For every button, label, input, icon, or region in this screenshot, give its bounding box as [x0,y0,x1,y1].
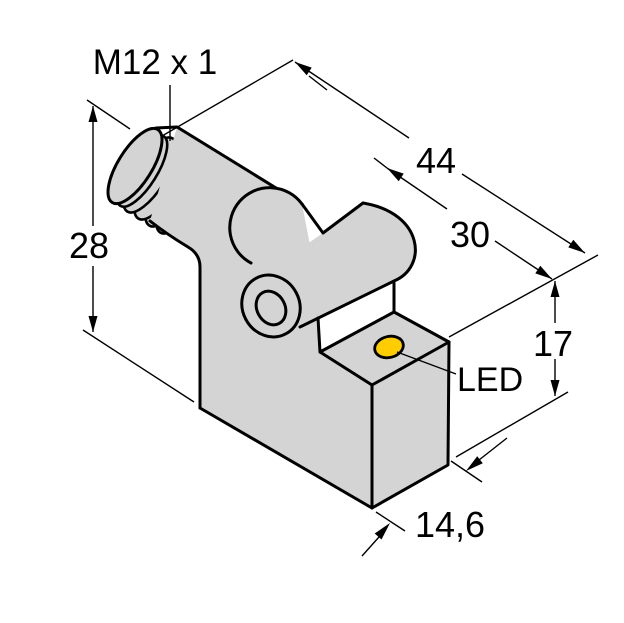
dim-17-label: 17 [533,323,573,364]
thread-end-cap [106,126,164,206]
dim-146-arrow-up [374,523,390,540]
led-label: LED [457,361,523,399]
cylinder-bore-hole [254,289,288,327]
dim-44-label: 44 [416,140,456,181]
dim-146-arrow-down [466,456,483,471]
dome-arc-edge [228,186,304,265]
dome-crease-edge [300,202,325,235]
dim-17-arrow-down [550,380,560,396]
body-left-edge [148,219,202,410]
dim-30-label: 30 [450,214,490,255]
dim-28-arrow-down [88,316,98,332]
block-right-edges [370,340,451,510]
dim-28-arrow-up [88,106,98,122]
block-right-face [372,342,449,508]
cylinder-bottom-edge [298,279,396,329]
dim-44-arrow-left [295,62,312,76]
dim-44-extensions [161,59,599,338]
cylinder-cap-edge [361,201,417,283]
dim-146-arrow-shafts [361,437,508,557]
cylinder-top-edge [321,201,365,235]
dim-44-arrow-right [568,239,585,253]
dim-30-arrow-left [387,168,404,182]
led-indicator [373,334,405,360]
dimension-lines [82,59,599,557]
dim-30-arrow-right [535,265,552,279]
dim-146-ticks [375,460,483,532]
dim-17-extension [455,391,569,458]
mounting-cylinder [240,201,417,339]
dim-44-line [294,61,586,254]
body-bottom-edge [198,406,374,510]
dim-30-extension [373,157,388,169]
thread-size-label: M12 x 1 [93,43,218,82]
dim-28-extensions [82,99,195,403]
dim-28-label: 28 [69,225,109,266]
annotation-texts: M12 x 1 44 30 28 17 14,6 LED [69,43,573,545]
dim-146-label: 14,6 [415,504,485,545]
lower-block [316,310,451,510]
block-back-edges [318,310,451,354]
led-leader-line [396,351,457,375]
block-front-edges [370,340,451,510]
dim-17-arrow-up [550,281,560,297]
